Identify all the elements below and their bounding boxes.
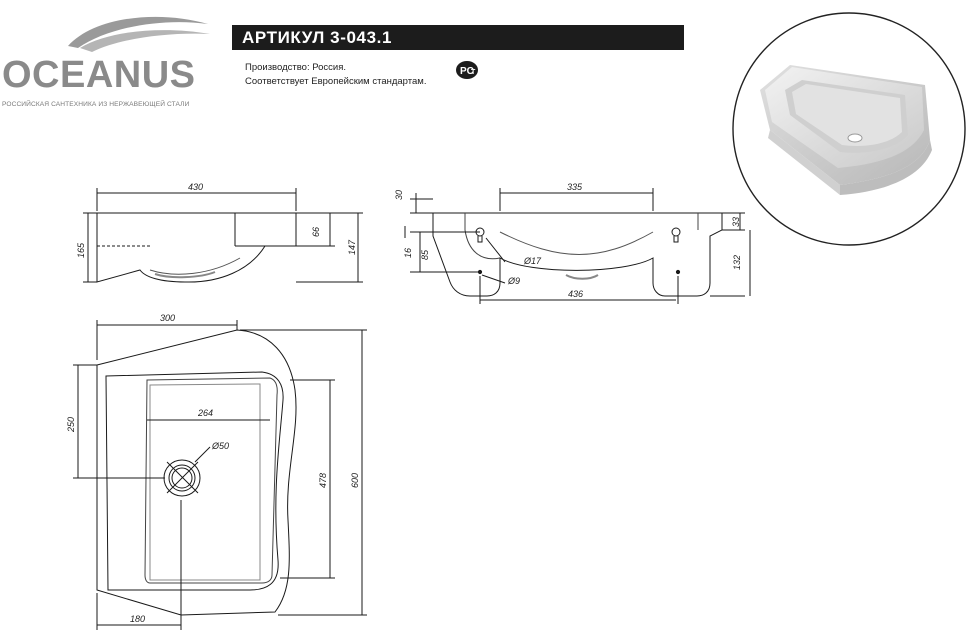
front-hole-large-label: Ø17 bbox=[523, 256, 542, 266]
rst-certification-icon: PC T bbox=[456, 61, 478, 79]
side-width-label: 430 bbox=[188, 182, 203, 192]
plan-bowl-height-label: 478 bbox=[318, 473, 328, 488]
front-view bbox=[404, 188, 751, 304]
front-height-right-top-label: 33 bbox=[731, 217, 741, 227]
plan-drain-label: Ø50 bbox=[211, 441, 229, 451]
plan-top-width-label: 300 bbox=[160, 313, 175, 323]
plan-bowl-width-label: 264 bbox=[197, 408, 213, 418]
front-left-small-label: 16 bbox=[403, 248, 413, 258]
front-height-right-label: 132 bbox=[732, 255, 742, 270]
side-height-total-label: 165 bbox=[76, 242, 86, 258]
wave-logo-icon bbox=[68, 16, 210, 52]
article-title-bar: АРТИКУЛ 3-043.1 bbox=[232, 25, 684, 50]
brand-logo: OCEANUS РОССИЙСКАЯ САНТЕХНИКА ИЗ НЕРЖАВЕ… bbox=[0, 8, 215, 108]
front-bottom-width-label: 436 bbox=[568, 289, 583, 299]
svg-text:T: T bbox=[471, 69, 476, 76]
front-hole-small-label: Ø9 bbox=[507, 276, 520, 286]
side-height-top-label: 66 bbox=[311, 227, 321, 237]
brand-name: OCEANUS bbox=[2, 54, 196, 96]
article-title: АРТИКУЛ 3-043.1 bbox=[242, 28, 393, 47]
brand-tagline: РОССИЙСКАЯ САНТЕХНИКА ИЗ НЕРЖАВЕЮЩЕЙ СТА… bbox=[2, 101, 190, 108]
plan-left-height-label: 250 bbox=[66, 417, 76, 433]
standard-text: Соответствует Европейским стандартам. bbox=[245, 76, 427, 87]
side-height-rim-label: 147 bbox=[347, 239, 357, 255]
product-photo bbox=[732, 12, 966, 246]
front-top-offset-label: 30 bbox=[394, 190, 404, 200]
plan-bottom-offset-label: 180 bbox=[130, 614, 145, 624]
product-info: Производство: Россия. Соответствует Евро… bbox=[245, 61, 426, 89]
plan-total-height-label: 600 bbox=[350, 473, 360, 488]
plan-view bbox=[73, 320, 367, 630]
front-left-mid-label: 85 bbox=[420, 249, 430, 260]
svg-text:PC: PC bbox=[460, 66, 474, 77]
front-inner-width-label: 335 bbox=[567, 182, 583, 192]
side-view bbox=[83, 188, 363, 283]
production-text: Производство: Россия. bbox=[245, 62, 347, 73]
